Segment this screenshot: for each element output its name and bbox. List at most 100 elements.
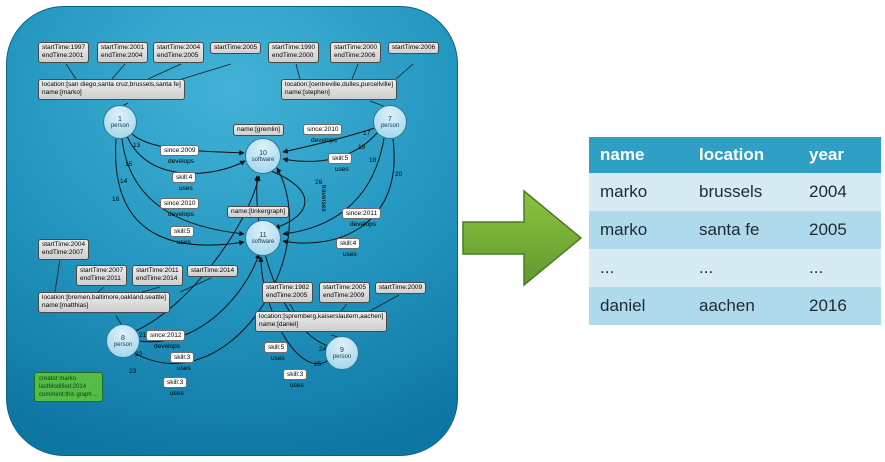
property-box-tinkergraph: name:[tinkergraph] xyxy=(227,206,290,219)
edge-property-box: since:2012 xyxy=(146,330,186,341)
edge-property-box: skill:3 xyxy=(283,369,308,380)
job-start: startTime:2004 xyxy=(42,241,86,248)
edge-label-develops: develops xyxy=(350,221,377,228)
property-box-job: startTime:2007 endTime:2011 xyxy=(76,265,128,286)
edge-property-box: skill:4 xyxy=(336,238,361,249)
edge-property-box: since:2011 xyxy=(342,208,381,219)
edge-label-uses: uses xyxy=(170,390,184,397)
vertex-id: 1 xyxy=(118,115,122,123)
property-box-job: startTime:2014 xyxy=(187,265,239,278)
property-box-job: startTime:2004 endTime:2005 xyxy=(153,42,205,63)
job-end: endTime:2014 xyxy=(136,275,178,283)
marko-name: name:[marko] xyxy=(42,89,82,97)
edge-label-develops: develops xyxy=(168,158,195,165)
property-box-matthias: location:[bremen,baltimore,oakland,seatt… xyxy=(38,292,170,313)
edge-label-uses: uses xyxy=(271,355,285,362)
job-start: startTime:2014 xyxy=(191,267,235,274)
edge-label-develops: develops xyxy=(154,343,181,350)
vertex-7-person: 7 person xyxy=(373,105,407,139)
job-end: endTime:2000 xyxy=(272,52,314,60)
edge-property-box: skill:3 xyxy=(170,352,195,363)
cell-name: marko xyxy=(600,182,648,201)
edge-label-uses: uses xyxy=(179,185,193,192)
property-box-marko: location:[san diego,santa cruz,brussels,… xyxy=(38,79,185,100)
edge-label-uses: uses xyxy=(343,251,357,258)
vertex-id: 8 xyxy=(121,334,125,342)
edge-id-23: 23 xyxy=(129,368,137,375)
vertex-type: software xyxy=(251,238,275,245)
job-end: endTime:2004 xyxy=(101,52,143,60)
cell-location: ... xyxy=(699,258,714,277)
cell-year: 2016 xyxy=(809,296,847,315)
property-box-job: startTime:2006 xyxy=(388,42,440,55)
table-row: marko santa fe 2005 xyxy=(589,211,881,249)
job-start: startTime:1997 xyxy=(42,44,86,51)
meta-lastmodified: lastModified:2014 xyxy=(39,384,87,391)
cell-name: daniel xyxy=(600,296,646,315)
matthias-name: name:[matthias] xyxy=(42,302,89,310)
cell-name: ... xyxy=(600,258,615,277)
property-box-job: startTime:1990 endTime:2000 xyxy=(268,42,320,63)
property-box-job: startTime:1982 endTime:2005 xyxy=(262,282,314,303)
table-header-row: name location year xyxy=(589,137,881,173)
edge-id-25: 25 xyxy=(314,361,322,368)
stephen-location: location:[centreville,dulles,purcellvill… xyxy=(285,81,394,88)
vertex-type: person xyxy=(110,122,130,129)
vertex-10-software: 10 software xyxy=(245,138,281,174)
cell-year: 2004 xyxy=(809,182,847,201)
edge-id-26: 26 xyxy=(315,179,323,186)
edge-id-18: 18 xyxy=(369,157,377,164)
edge-id-13: 13 xyxy=(133,142,141,149)
edge-property-box: skill:5 xyxy=(264,342,289,353)
job-end: endTime:2005 xyxy=(266,292,308,300)
edge-id-22: 22 xyxy=(135,351,143,358)
property-box-job: startTime:2004 endTime:2007 xyxy=(38,239,90,260)
edge-property-box: skill:5 xyxy=(170,226,195,237)
cell-year: 2005 xyxy=(809,220,847,239)
job-end: endTime:2005 xyxy=(157,52,199,60)
job-start: startTime:1982 xyxy=(266,284,310,291)
edge-label-uses: uses xyxy=(177,365,191,372)
edge-label-uses: uses xyxy=(290,382,304,389)
table-row: daniel aachen 2016 xyxy=(589,287,881,325)
marko-location: location:[san diego,santa cruz,brussels,… xyxy=(42,81,181,88)
matthias-location: location:[bremen,baltimore,oakland,seatt… xyxy=(42,294,166,301)
job-end: endTime:2011 xyxy=(80,275,121,283)
job-start: startTime:2000 xyxy=(334,44,378,51)
edge-property-box: skill:3 xyxy=(163,377,188,388)
job-start: startTime:2005 xyxy=(323,284,367,291)
job-start: startTime:1990 xyxy=(272,44,316,51)
job-end: endTime:2009 xyxy=(323,292,365,300)
daniel-location: location:[spremberg,kaiserslautern,aache… xyxy=(259,313,384,320)
result-table: name location year marko brussels 2004 m… xyxy=(589,137,881,325)
vertex-8-person: 8 person xyxy=(106,324,140,358)
edge-property-box: since:2010 xyxy=(303,124,343,135)
job-start: startTime:2009 xyxy=(379,284,423,291)
job-start: startTime:2001 xyxy=(101,44,145,51)
vertex-id: 9 xyxy=(340,346,344,354)
meta-creator: creator:marko xyxy=(39,376,77,382)
vertex-id: 7 xyxy=(388,115,392,123)
property-box-stephen: location:[centreville,dulles,purcellvill… xyxy=(281,79,398,100)
edge-id-17: 17 xyxy=(363,130,371,137)
property-box-job: startTime:1997 endTime:2001 xyxy=(38,42,90,63)
vertex-1-person: 1 person xyxy=(103,105,137,139)
property-box-daniel: location:[spremberg,kaiserslautern,aache… xyxy=(255,311,388,332)
property-box-job: startTime:2005 xyxy=(210,42,262,55)
edge-id-16: 16 xyxy=(112,196,120,203)
vertex-11-software: 11 software xyxy=(245,220,281,256)
job-start: startTime:2004 xyxy=(157,44,201,51)
cell-year: ... xyxy=(809,258,824,277)
graph-metadata-box: creator:marko lastModified:2014 comment:… xyxy=(34,372,104,403)
vertex-type: person xyxy=(113,341,133,348)
vertex-id: 10 xyxy=(259,149,267,157)
property-box-job: startTime:2005 endTime:2009 xyxy=(319,282,371,303)
table-row: ... ... ... xyxy=(589,249,881,287)
job-start: startTime:2005 xyxy=(214,44,258,51)
property-box-job: startTime:2011 endTime:2014 xyxy=(132,265,183,286)
edge-id-14: 14 xyxy=(120,178,128,185)
vertex-9-person: 9 person xyxy=(325,336,359,370)
right-arrow-icon xyxy=(462,189,583,287)
edge-label-traverses: traverses xyxy=(320,185,327,212)
